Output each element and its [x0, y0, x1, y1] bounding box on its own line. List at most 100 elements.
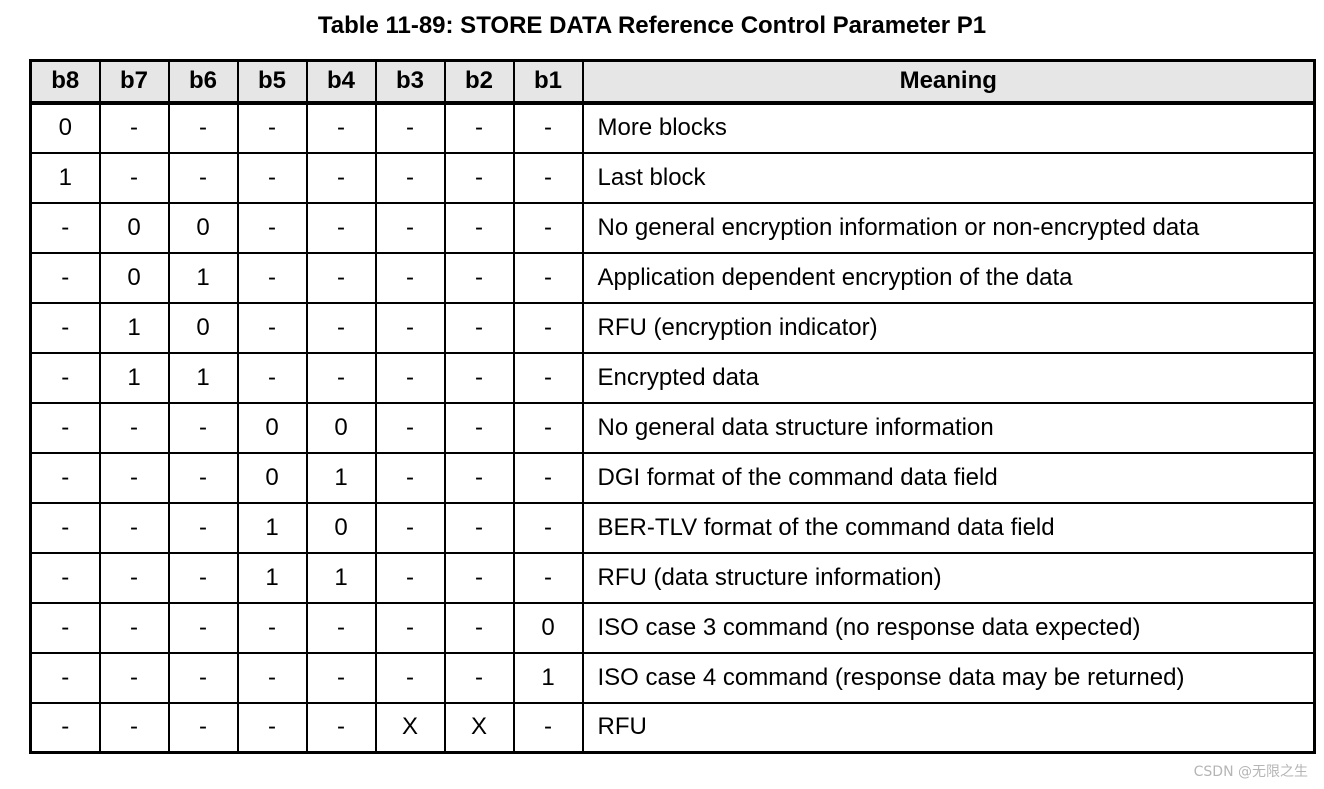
bit-cell-b7: 1: [98, 301, 170, 354]
bit-cell-b8: -: [29, 701, 101, 754]
bit-cell-b4: -: [305, 351, 377, 404]
bit-cell-b7: -: [98, 601, 170, 654]
bit-cell-b1: -: [512, 501, 584, 554]
bit-cell-b4: 0: [305, 501, 377, 554]
bit-cell-b7: 1: [98, 351, 170, 404]
bit-cell-b7: 0: [98, 201, 170, 254]
bit-cell-b5: -: [236, 701, 308, 754]
header-b6: b6: [167, 59, 239, 105]
bit-cell-b1: -: [512, 451, 584, 504]
bit-cell-b5: -: [236, 101, 308, 154]
bit-cell-b6: -: [167, 451, 239, 504]
bit-cell-b2: -: [443, 351, 515, 404]
bit-cell-b5: 0: [236, 401, 308, 454]
bit-cell-b8: -: [29, 401, 101, 454]
bit-cell-b4: 1: [305, 451, 377, 504]
header-b1: b1: [512, 59, 584, 105]
bit-cell-b3: -: [374, 301, 446, 354]
header-b5: b5: [236, 59, 308, 105]
meaning-cell: ISO case 3 command (no response data exp…: [581, 601, 1316, 654]
bit-cell-b6: 1: [167, 251, 239, 304]
bit-cell-b5: -: [236, 201, 308, 254]
bit-cell-b3: -: [374, 251, 446, 304]
p1-reference-control-table: b8 b7 b6 b5 b4 b3 b2 b1 Meaning 0-------…: [29, 59, 1316, 754]
bit-cell-b8: 1: [29, 151, 101, 204]
meaning-cell: No general data structure information: [581, 401, 1316, 454]
header-meaning: Meaning: [581, 59, 1316, 105]
table-row: 0-------More blocks: [29, 101, 1316, 154]
bit-cell-b8: -: [29, 301, 101, 354]
table-title: Table 11-89: STORE DATA Reference Contro…: [317, 12, 987, 39]
bit-cell-b2: -: [443, 501, 515, 554]
meaning-cell: Last block: [581, 151, 1316, 204]
bit-cell-b7: -: [98, 501, 170, 554]
bit-cell-b6: 0: [167, 301, 239, 354]
meaning-cell: More blocks: [581, 101, 1316, 154]
bit-cell-b3: X: [374, 701, 446, 754]
bit-cell-b5: -: [236, 651, 308, 704]
meaning-cell: RFU (data structure information): [581, 551, 1316, 604]
bit-cell-b4: -: [305, 701, 377, 754]
bit-cell-b1: -: [512, 151, 584, 204]
bit-cell-b8: -: [29, 501, 101, 554]
bit-cell-b1: -: [512, 251, 584, 304]
bit-cell-b8: -: [29, 601, 101, 654]
bit-cell-b5: 1: [236, 551, 308, 604]
header-b8: b8: [29, 59, 101, 105]
bit-cell-b7: -: [98, 401, 170, 454]
header-b2: b2: [443, 59, 515, 105]
bit-cell-b3: -: [374, 651, 446, 704]
meaning-cell: DGI format of the command data field: [581, 451, 1316, 504]
bit-cell-b6: 1: [167, 351, 239, 404]
bit-cell-b4: -: [305, 301, 377, 354]
bit-cell-b1: -: [512, 101, 584, 154]
bit-cell-b7: 0: [98, 251, 170, 304]
bit-cell-b6: -: [167, 601, 239, 654]
bit-cell-b2: -: [443, 201, 515, 254]
table-row: 1-------Last block: [29, 151, 1316, 204]
bit-cell-b6: -: [167, 401, 239, 454]
bit-cell-b5: 0: [236, 451, 308, 504]
bit-cell-b5: -: [236, 301, 308, 354]
meaning-cell: Encrypted data: [581, 351, 1316, 404]
bit-cell-b1: -: [512, 551, 584, 604]
bit-cell-b2: -: [443, 151, 515, 204]
bit-cell-b8: -: [29, 551, 101, 604]
bit-cell-b2: -: [443, 551, 515, 604]
meaning-cell: Application dependent encryption of the …: [581, 251, 1316, 304]
bit-cell-b3: -: [374, 551, 446, 604]
meaning-cell: RFU: [581, 701, 1316, 754]
bit-cell-b7: -: [98, 101, 170, 154]
bit-cell-b1: -: [512, 401, 584, 454]
meaning-cell: No general encryption information or non…: [581, 201, 1316, 254]
header-row: b8 b7 b6 b5 b4 b3 b2 b1 Meaning: [29, 59, 1316, 105]
header-b7: b7: [98, 59, 170, 105]
bit-cell-b1: -: [512, 351, 584, 404]
bit-cell-b3: -: [374, 451, 446, 504]
bit-cell-b2: -: [443, 601, 515, 654]
bit-cell-b6: -: [167, 551, 239, 604]
bit-cell-b6: -: [167, 101, 239, 154]
bit-cell-b2: -: [443, 651, 515, 704]
bit-cell-b2: -: [443, 101, 515, 154]
bit-cell-b4: -: [305, 201, 377, 254]
bit-cell-b4: 1: [305, 551, 377, 604]
bit-cell-b1: 1: [512, 651, 584, 704]
bit-cell-b5: -: [236, 251, 308, 304]
header-b3: b3: [374, 59, 446, 105]
bit-cell-b3: -: [374, 201, 446, 254]
meaning-cell: BER-TLV format of the command data field: [581, 501, 1316, 554]
bit-cell-b7: -: [98, 651, 170, 704]
bit-cell-b4: -: [305, 101, 377, 154]
bit-cell-b1: -: [512, 301, 584, 354]
bit-cell-b6: -: [167, 151, 239, 204]
bit-cell-b8: 0: [29, 101, 101, 154]
bit-cell-b3: -: [374, 101, 446, 154]
